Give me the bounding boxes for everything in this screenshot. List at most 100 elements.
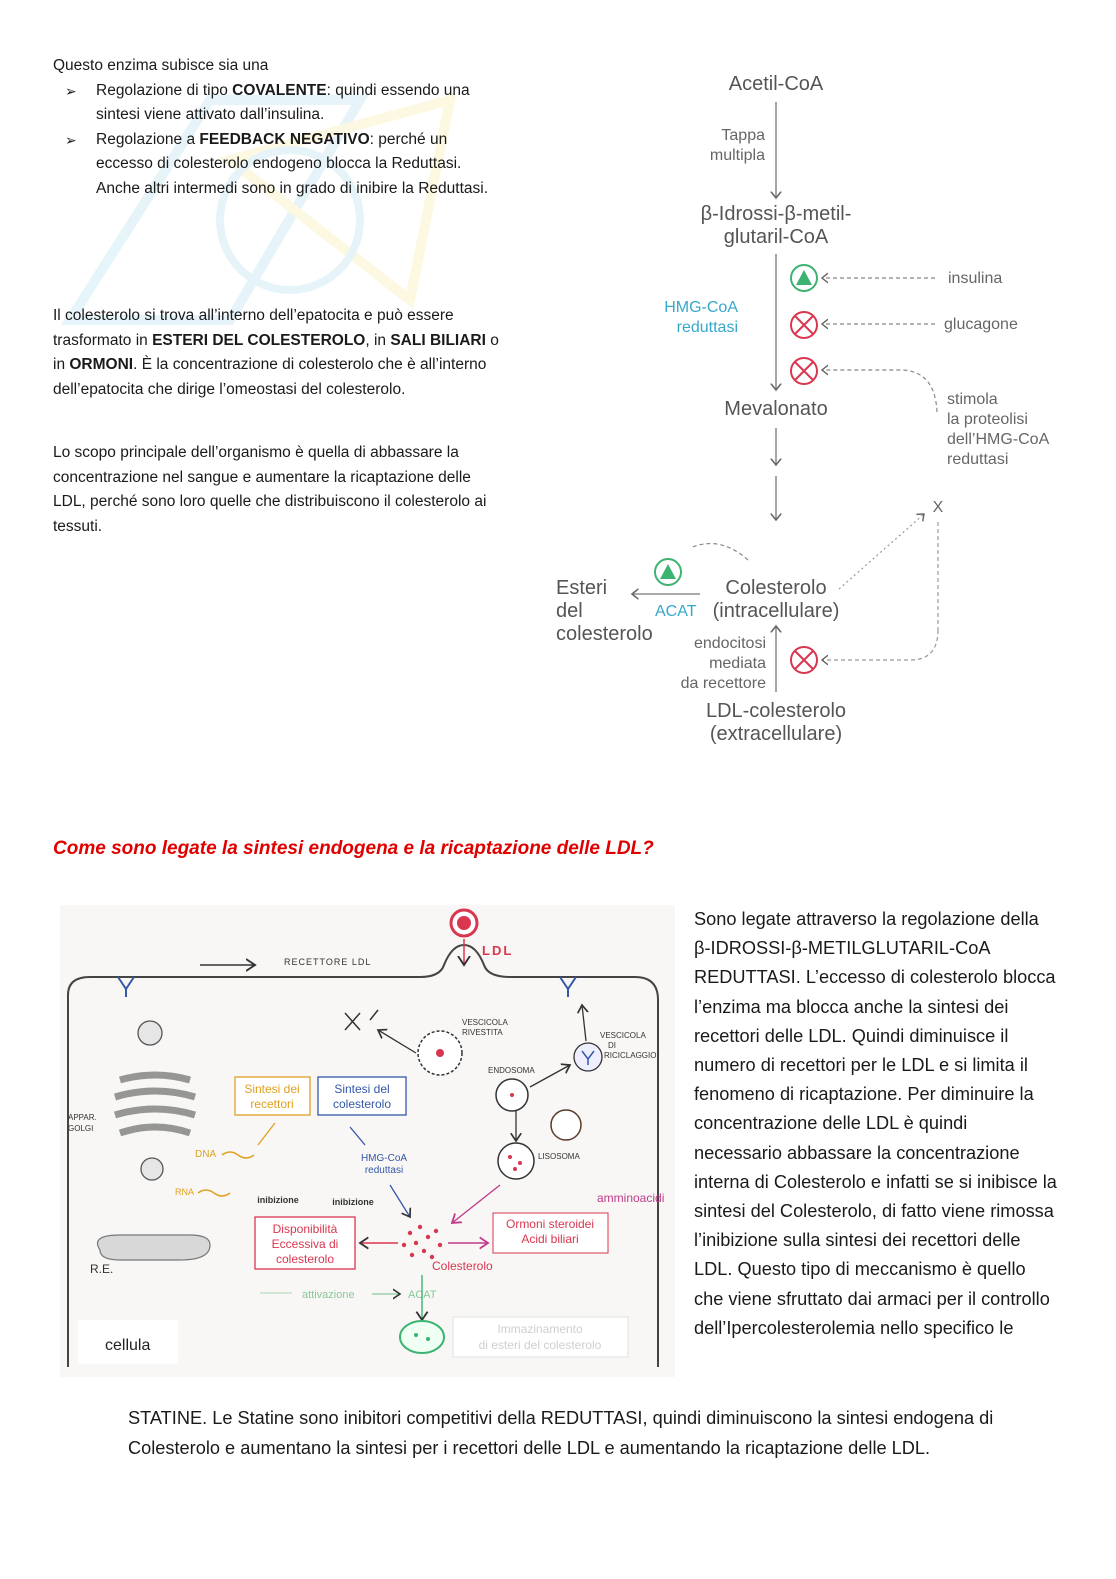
- inhibition-feedback-icon: [790, 357, 818, 385]
- label-cellula: cellula: [105, 1337, 150, 1354]
- label-lisosoma: LISOSOMA: [538, 1152, 580, 1161]
- label-inibizione-2: inibizione: [332, 1197, 374, 1207]
- node-ldl-extracellulare: (extracellulare): [710, 723, 842, 745]
- vesicola-riciclaggio-icon: [573, 1042, 603, 1072]
- label-golgi-2: GOLGI: [68, 1124, 93, 1133]
- label-vesc-riv-1: VESCICOLA: [462, 1018, 508, 1027]
- inhibition-glucagone-icon: [790, 311, 818, 339]
- pathway-diagram: Acetil-CoA Tappa multipla β-Idrossi-β-me…: [556, 73, 1050, 745]
- label-sintesi-col-2: colesterolo: [333, 1097, 391, 1111]
- bullet2-post: : perché un eccesso di colesterolo endog…: [96, 130, 489, 197]
- arrow-feedback: [822, 370, 938, 413]
- paragraph-scopo: Lo scopo principale dell’organismo è que…: [53, 444, 487, 535]
- arrow-hmg-col: [389, 1184, 410, 1217]
- bullet-covalente: ➢ Regolazione di tipo COVALENTE: quindi …: [53, 79, 503, 128]
- label-stimola-2: la proteolisi: [947, 411, 1028, 428]
- line-sintesi-hmg: [349, 1126, 366, 1146]
- label-rna: RNA: [175, 1187, 194, 1197]
- arrow-endocitosi-inhibit: [822, 629, 939, 660]
- colesterolo-pool-icon: [401, 1224, 443, 1260]
- node-mevalonato: Mevalonato: [724, 398, 827, 420]
- label-acidi-biliari: Acidi biliari: [521, 1232, 578, 1246]
- node-esteri-1: Esteri: [556, 577, 607, 599]
- receptor-right-icon: [559, 976, 577, 997]
- label-inibizione-1: inibizione: [257, 1195, 299, 1205]
- section-question: Come sono legate la sintesi endogena e l…: [53, 838, 654, 859]
- golgi-apparatus-icon: [113, 1020, 197, 1181]
- box-ormoni: [492, 1212, 609, 1254]
- para1-b2: SALI BILIARI: [390, 331, 486, 349]
- label-x: X: [933, 499, 944, 516]
- ldl-particle-icon: [449, 908, 479, 938]
- label-sintesi-col-1: Sintesi del: [334, 1082, 389, 1096]
- arrow-endo-recycle: [529, 1065, 570, 1088]
- label-re: R.E.: [90, 1262, 113, 1276]
- endosoma-icon: [495, 1078, 529, 1112]
- label-stimola-4: reduttasi: [947, 451, 1008, 468]
- node-esteri-3: colesterolo: [556, 623, 653, 645]
- reticolo-endoplasmatico-icon: [96, 1234, 211, 1261]
- box-sintesi-recettori: [234, 1076, 311, 1116]
- node-colesterolo: Colesterolo: [725, 577, 826, 599]
- bullet1-bold: COVALENTE: [232, 81, 327, 99]
- label-vesc-ric-2: DI: [608, 1041, 616, 1050]
- label-dna: DNA: [195, 1149, 216, 1160]
- para1-t3: o in: [53, 331, 499, 374]
- arrow-acat-feedback: [689, 542, 749, 561]
- node-hmg-1: β-Idrossi-β-metil-: [701, 203, 852, 225]
- receptor-left-icon: [117, 976, 135, 997]
- vesicola-rivestita-icon: [417, 1030, 463, 1076]
- label-attivazione: attivazione: [302, 1289, 355, 1301]
- enzyme-hmg-coa: HMG-CoA: [664, 299, 738, 316]
- bullet1-post: : quindi essendo una sintesi viene attiv…: [96, 81, 470, 124]
- box-cellula: [78, 1320, 178, 1364]
- bullet2-pre: Regolazione a: [96, 130, 200, 148]
- label-imm-2: di esteri del colesterolo: [479, 1338, 602, 1352]
- label-ormoni: Ormoni steroidei: [506, 1217, 594, 1231]
- label-da-recettore: da recettore: [681, 675, 766, 692]
- node-hmg-2: glutaril-CoA: [724, 226, 829, 248]
- label-hmg-coa: HMG-CoA: [361, 1153, 407, 1164]
- arrow-bullet-icon: ➢: [65, 82, 77, 99]
- node-colesterolo-intracellulare: (intracellulare): [713, 600, 840, 622]
- label-acat: ACAT: [655, 603, 697, 620]
- para1-t4: . È la concentrazione di colesterolo che…: [53, 356, 487, 398]
- para1-b1: ESTERI DEL COLESTEROLO: [152, 331, 366, 349]
- lysosome-primary-icon: [550, 1109, 582, 1141]
- arrow-colesterolo-stimola: [838, 514, 924, 590]
- cell-diagram: RECETTORE LDL LDL VESCICOLA RIVESTITA VE…: [60, 905, 675, 1377]
- para1-t1: Il colesterolo si trova all’interno dell…: [53, 307, 454, 349]
- lipid-droplet-icon: [399, 1320, 445, 1354]
- bullet-feedback: ➢ Regolazione a FEEDBACK NEGATIVO: perch…: [53, 128, 503, 202]
- node-esteri-2: del: [556, 600, 583, 622]
- box-immagazzinamento: [452, 1316, 629, 1358]
- label-stimola-3: dell’HMG-CoA: [947, 431, 1050, 448]
- label-imm-1: Immazinamento: [497, 1322, 583, 1336]
- label-recettore-ldl: RECETTORE LDL: [284, 957, 371, 967]
- label-sintesi-rec-2: recettori: [250, 1097, 293, 1111]
- activation-acat-icon: [654, 558, 682, 586]
- bullet2-bold: FEEDBACK NEGATIVO: [199, 130, 370, 148]
- arrow-bullet-icon: ➢: [65, 131, 77, 148]
- label-endosoma: ENDOSOMA: [488, 1066, 535, 1075]
- bottom-paragraph: STATINE. Le Statine sono inibitori compe…: [128, 1408, 994, 1458]
- label-mediata: mediata: [709, 655, 766, 672]
- label-ldl: LDL: [482, 943, 513, 958]
- lisosoma-icon: [497, 1142, 535, 1180]
- box-disponibilita: [254, 1216, 356, 1270]
- label-golgi-1: APPAR.: [68, 1113, 97, 1122]
- enzyme-reduttasi: reduttasi: [677, 319, 738, 336]
- node-ldl-colesterolo: LDL-colesterolo: [706, 700, 846, 722]
- box-sintesi-colesterolo: [317, 1076, 407, 1116]
- label-disp-2: Eccessiva di: [272, 1237, 339, 1251]
- intro-block: Questo enzima subisce sia una ➢ Regolazi…: [53, 54, 503, 201]
- rna-strand-icon: [197, 1189, 231, 1197]
- free-receptors-icon: [344, 1009, 379, 1031]
- label-stimola-1: stimola: [947, 391, 998, 408]
- label-disp-1: Disponibilità: [273, 1222, 338, 1236]
- para1-t2: , in: [365, 331, 391, 349]
- arrow-vesc-receptors: [378, 1030, 417, 1054]
- paragraph-colesterolo: Il colesterolo si trova all’interno dell…: [53, 304, 503, 402]
- label-insulina: insulina: [948, 270, 1002, 287]
- dna-strand-icon: [221, 1151, 255, 1159]
